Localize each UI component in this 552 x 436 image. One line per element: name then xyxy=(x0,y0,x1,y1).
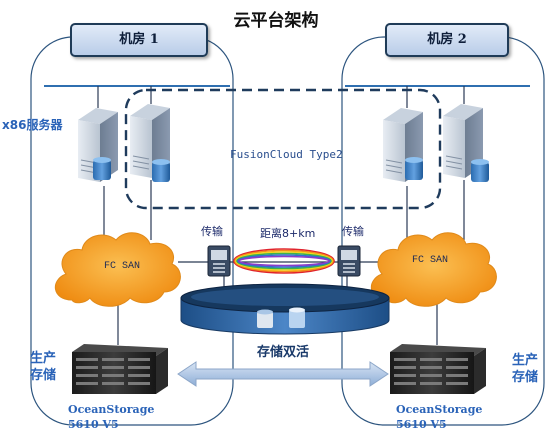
fc-san-label-2: FC SAN xyxy=(412,255,449,266)
fusioncloud-frame xyxy=(124,88,442,210)
transfer-label-2: 传输 xyxy=(342,225,364,238)
storage-array-icon xyxy=(390,344,486,394)
active-active-label: 存储双活 xyxy=(257,345,310,360)
page-title: 云平台架构 xyxy=(233,11,319,31)
server-label: x86服务器 xyxy=(2,118,63,132)
storage-role-label-1: 生产存储 xyxy=(30,351,57,383)
optical-link-ring xyxy=(233,248,335,274)
server-icon xyxy=(130,104,170,182)
storage-model-label-1: OceanStorage 5610 V5 xyxy=(68,403,155,431)
transfer-label-1: 传输 xyxy=(201,225,223,238)
storage-array-icon xyxy=(72,344,168,394)
storage-active-active-icon xyxy=(180,283,390,335)
cloud-platform-label: FusionCloud Type2 xyxy=(230,148,343,161)
fc-san-cloud-icon xyxy=(371,232,497,307)
fc-san-label-1: FC SAN xyxy=(104,261,141,272)
transfer-device-icon xyxy=(207,245,231,277)
storage-role-label-2: 生产存储 xyxy=(512,353,539,385)
room-2-badge: 机房 2 xyxy=(385,23,509,57)
room-1-badge: 机房 1 xyxy=(70,23,208,57)
server-icon xyxy=(78,108,118,182)
server-icon xyxy=(443,104,489,182)
distance-label: 距离8+km xyxy=(260,227,316,240)
storage-model-label-2: OceanStorage 5610 V5 xyxy=(396,403,483,431)
server-icon xyxy=(383,108,423,182)
transfer-device-icon xyxy=(337,245,361,277)
fc-san-cloud-icon xyxy=(55,232,181,307)
replication-double-arrow xyxy=(177,361,389,387)
